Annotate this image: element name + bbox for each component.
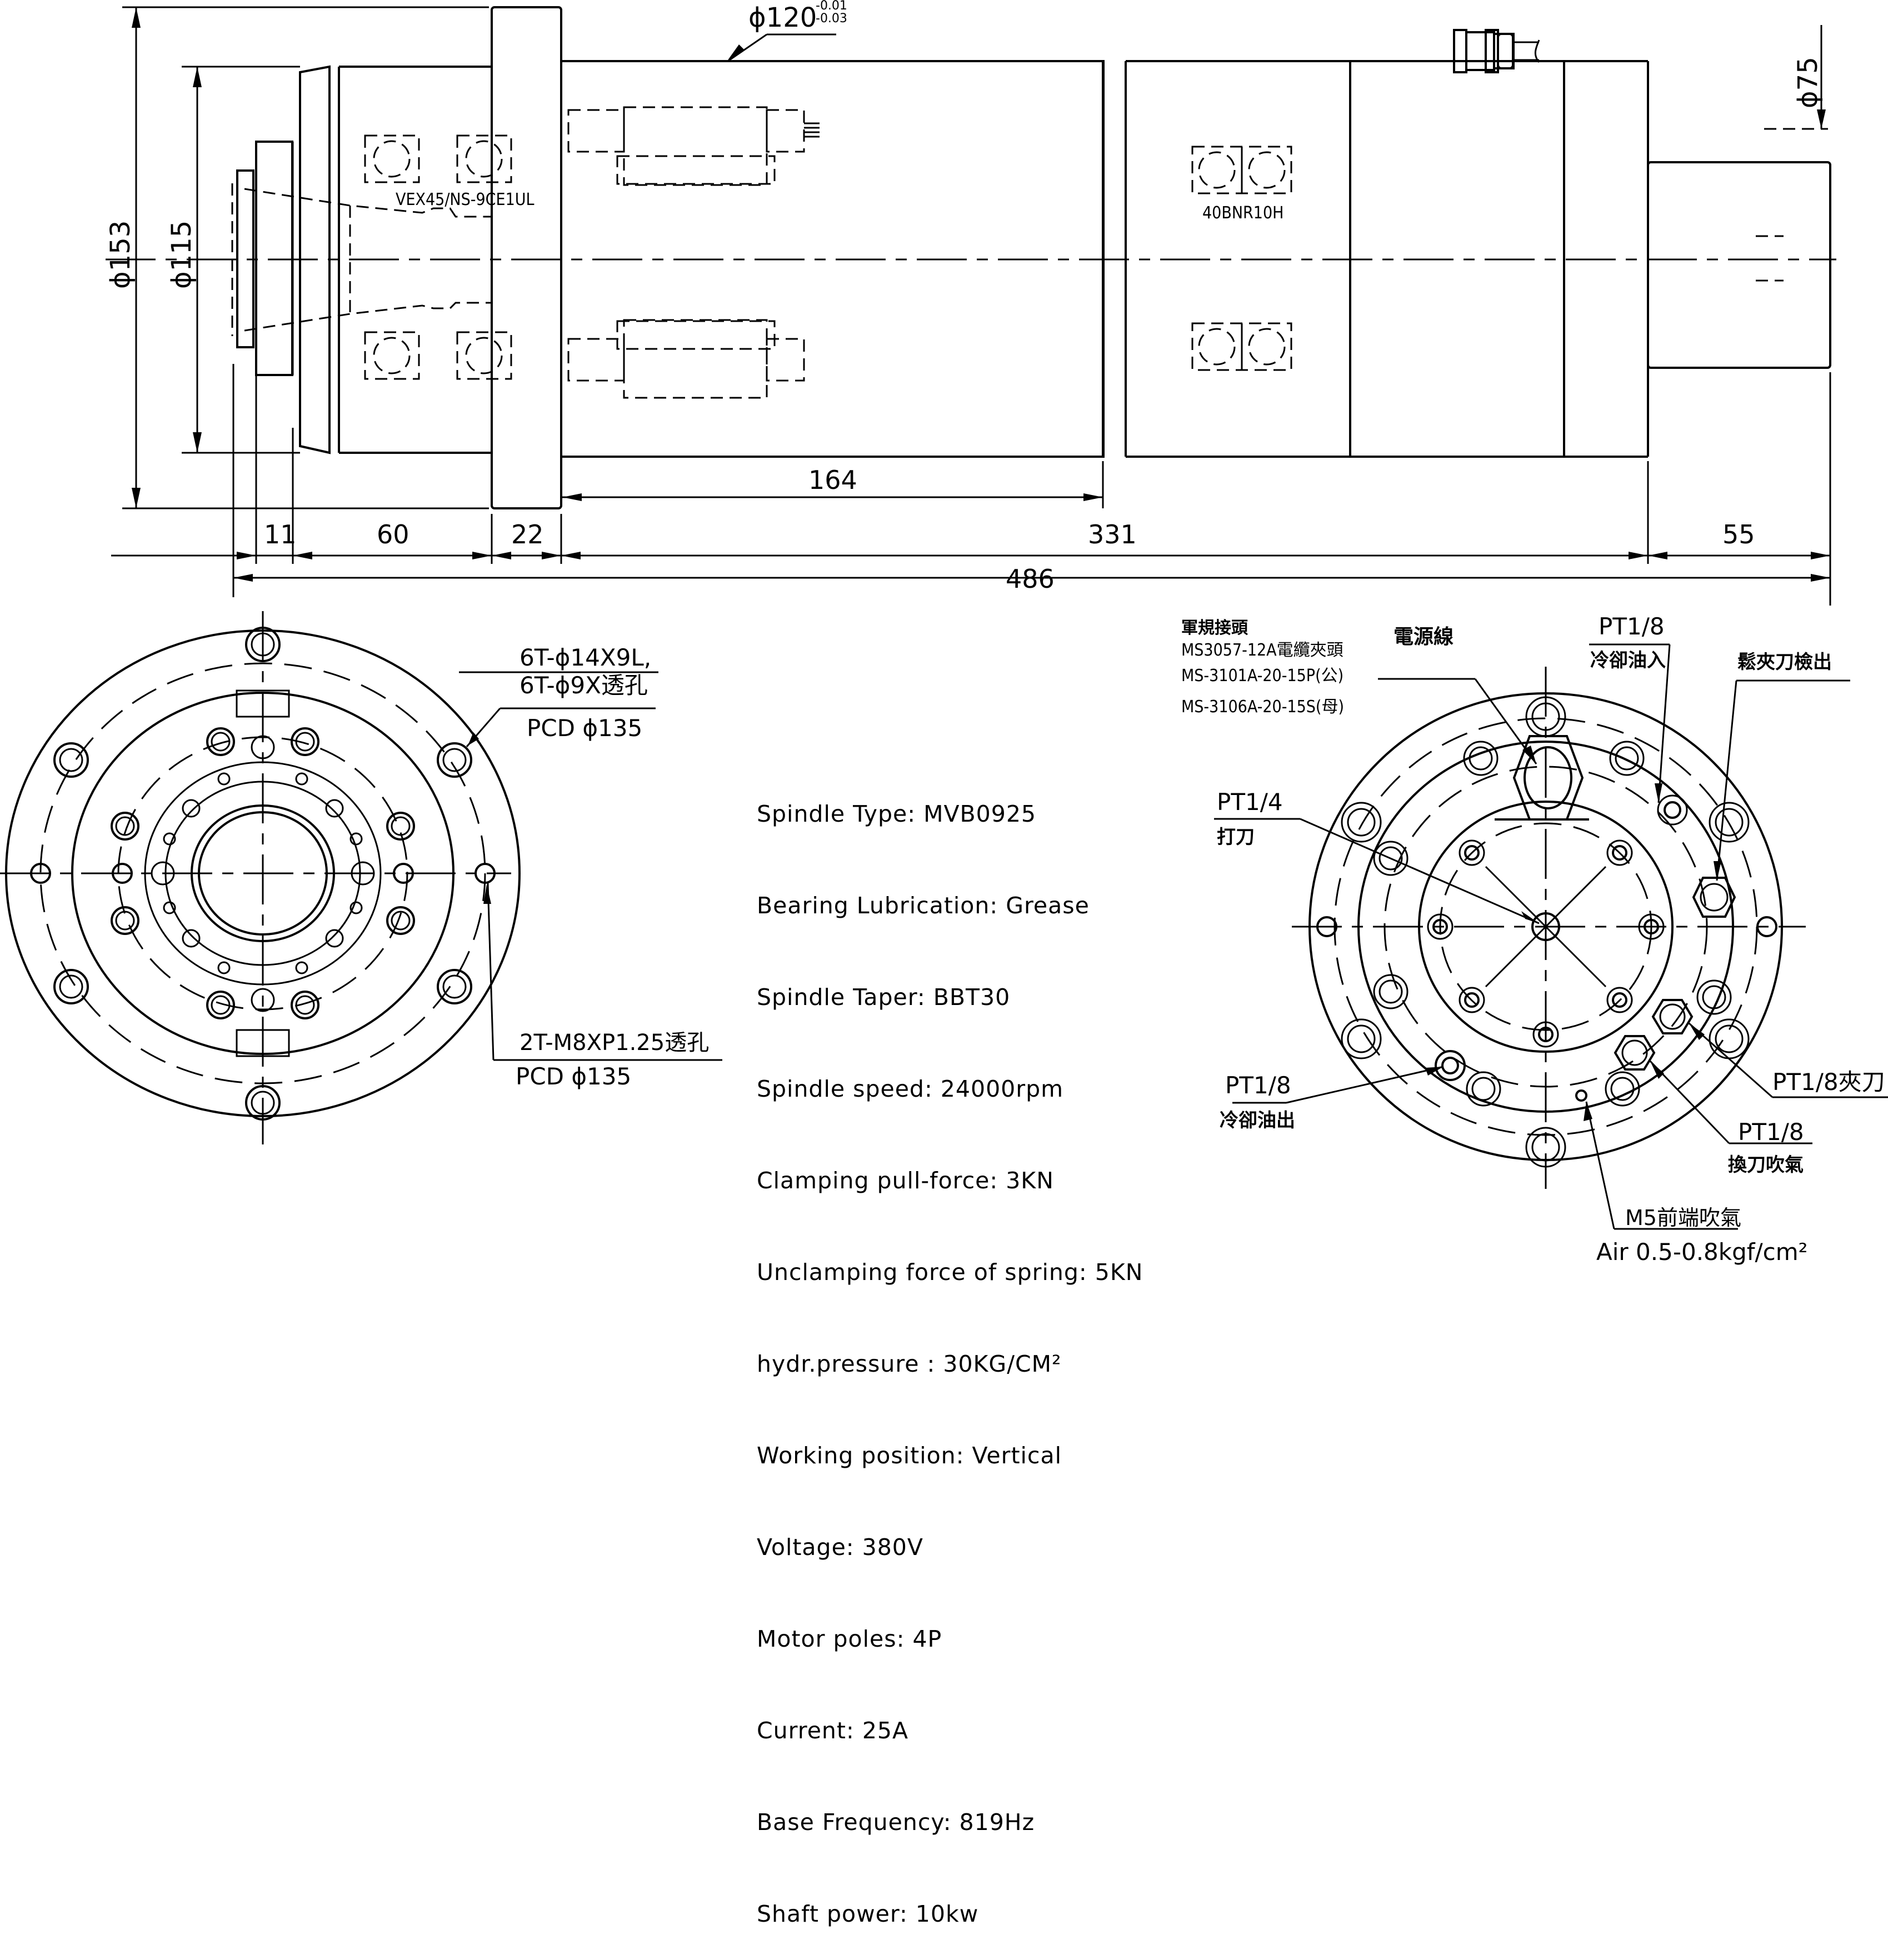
nose-ring [255, 141, 293, 376]
connector-line2: MS-3101A-20-15P(公) [1181, 666, 1343, 686]
dim-front-dia: ϕ115 [166, 221, 197, 289]
spec-hydr-pressure: hydr.pressure : 30KG/CM² [757, 1351, 1062, 1377]
dim-len-11: 11 [264, 519, 297, 549]
connector-line1: MS3057-12A電纜夾頭 [1181, 641, 1343, 660]
coolant-in-label: 冷卻油入 [1590, 649, 1666, 672]
connector-title: 軍規接頭 [1181, 618, 1248, 638]
coolant-out-size: PT1/8 [1225, 1072, 1291, 1099]
knock-label: 打刀 [1217, 826, 1255, 848]
dim-len-55: 55 [1722, 519, 1755, 549]
mid-bolt-holes [111, 727, 415, 1019]
inner-holes [151, 735, 375, 1012]
toolchange-air-label: 換刀吹氣 [1728, 1154, 1804, 1176]
dim-len-331: 331 [1088, 519, 1137, 549]
coolant-in-size: PT1/8 [1599, 613, 1665, 640]
front-bearings [364, 134, 512, 380]
knock-size: PT1/4 [1217, 788, 1283, 816]
spec-spindle-speed: Spindle speed: 24000rpm [757, 1076, 1064, 1102]
dim-body-tol-upper: -0.01 [816, 0, 847, 13]
spec-current: Current: 25A [757, 1717, 909, 1744]
dim-len-22: 22 [511, 519, 544, 549]
dim-rear-dia: ϕ75 [1792, 57, 1824, 108]
connector-line3: MS-3106A-20-15S(母) [1181, 697, 1344, 717]
spec-bearing-lubrication: Bearing Lubrication: Grease [757, 892, 1090, 919]
spec-spindle-taper: Spindle Taper: BBT30 [757, 984, 1011, 1011]
front-air-label: M5前端吹氣 [1625, 1206, 1741, 1230]
spec-voltage: Voltage: 380V [757, 1534, 923, 1561]
note-tap-pcd: PCD ϕ135 [516, 1063, 631, 1090]
spec-shaft-power: Shaft power: 10kw [757, 1901, 979, 1927]
front-bearing-label: VEX45/NS-9CE1UL [396, 190, 535, 209]
power-cable-label: 電源線 [1393, 626, 1454, 648]
spec-clamping-force: Clamping pull-force: 3KN [757, 1167, 1054, 1194]
nose-piece [236, 169, 254, 348]
dim-body-dia: ϕ120 [748, 2, 817, 33]
dim-len-total: 486 [1006, 564, 1055, 594]
rear-holes [1316, 696, 1777, 1168]
air-pressure: Air 0.5-0.8kgf/cm² [1596, 1238, 1808, 1266]
motor-hidden-lines [567, 106, 820, 399]
spec-list: Spindle Type: MVB0925 Bearing Lubricatio… [757, 738, 1143, 1960]
note-tap-line1: 2T-M8XP1.25透孔 [520, 1030, 709, 1056]
spec-motor-poles: Motor poles: 4P [757, 1626, 942, 1652]
engineering-drawing: VEX45/NS-9CE1UL [0, 0, 1888, 1266]
power-connector-hex [1512, 735, 1584, 821]
spec-working-position: Working position: Vertical [757, 1442, 1062, 1469]
spec-spindle-type: Spindle Type: MVB0925 [757, 801, 1037, 827]
outer-bolt-holes [30, 627, 496, 1121]
toolchange-air-size: PT1/8 [1738, 1118, 1804, 1146]
dim-body-tol-lower: -0.03 [816, 12, 847, 26]
mounting-flange [491, 6, 562, 509]
unclamp-detect-label: 鬆夾刀檢出 [1737, 651, 1832, 673]
dim-len-164: 164 [808, 465, 857, 495]
coolant-out-label: 冷卻油出 [1220, 1109, 1295, 1132]
rear-cap [1647, 161, 1831, 369]
front-end-view: 6T-ϕ14X9L, 6T-ϕ9X透孔 PCD ϕ135 2T-M8XP1.25… [0, 611, 722, 1144]
dim-len-60: 60 [377, 519, 409, 549]
note-holes-line1: 6T-ϕ14X9L, [520, 644, 651, 671]
spec-base-frequency: Base Frequency: 819Hz [757, 1809, 1035, 1836]
rear-bearing-label: 40BNR10H [1202, 203, 1283, 223]
cable-connector [1453, 29, 1540, 73]
note-holes-pcd: PCD ϕ135 [527, 714, 642, 742]
rear-end-view: 軍規接頭 MS3057-12A電纜夾頭 MS-3101A-20-15P(公) M… [1181, 613, 1888, 1266]
clamp-label: PT1/8夾刀 [1772, 1068, 1885, 1096]
spec-unclamping-force: Unclamping force of spring: 5KN [757, 1259, 1143, 1286]
rear-bearings [1191, 146, 1292, 371]
dim-overall-dia: ϕ153 [105, 221, 136, 289]
note-holes-line2: 6T-ϕ9X透孔 [520, 672, 648, 699]
side-view: VEX45/NS-9CE1UL [105, 0, 1836, 606]
